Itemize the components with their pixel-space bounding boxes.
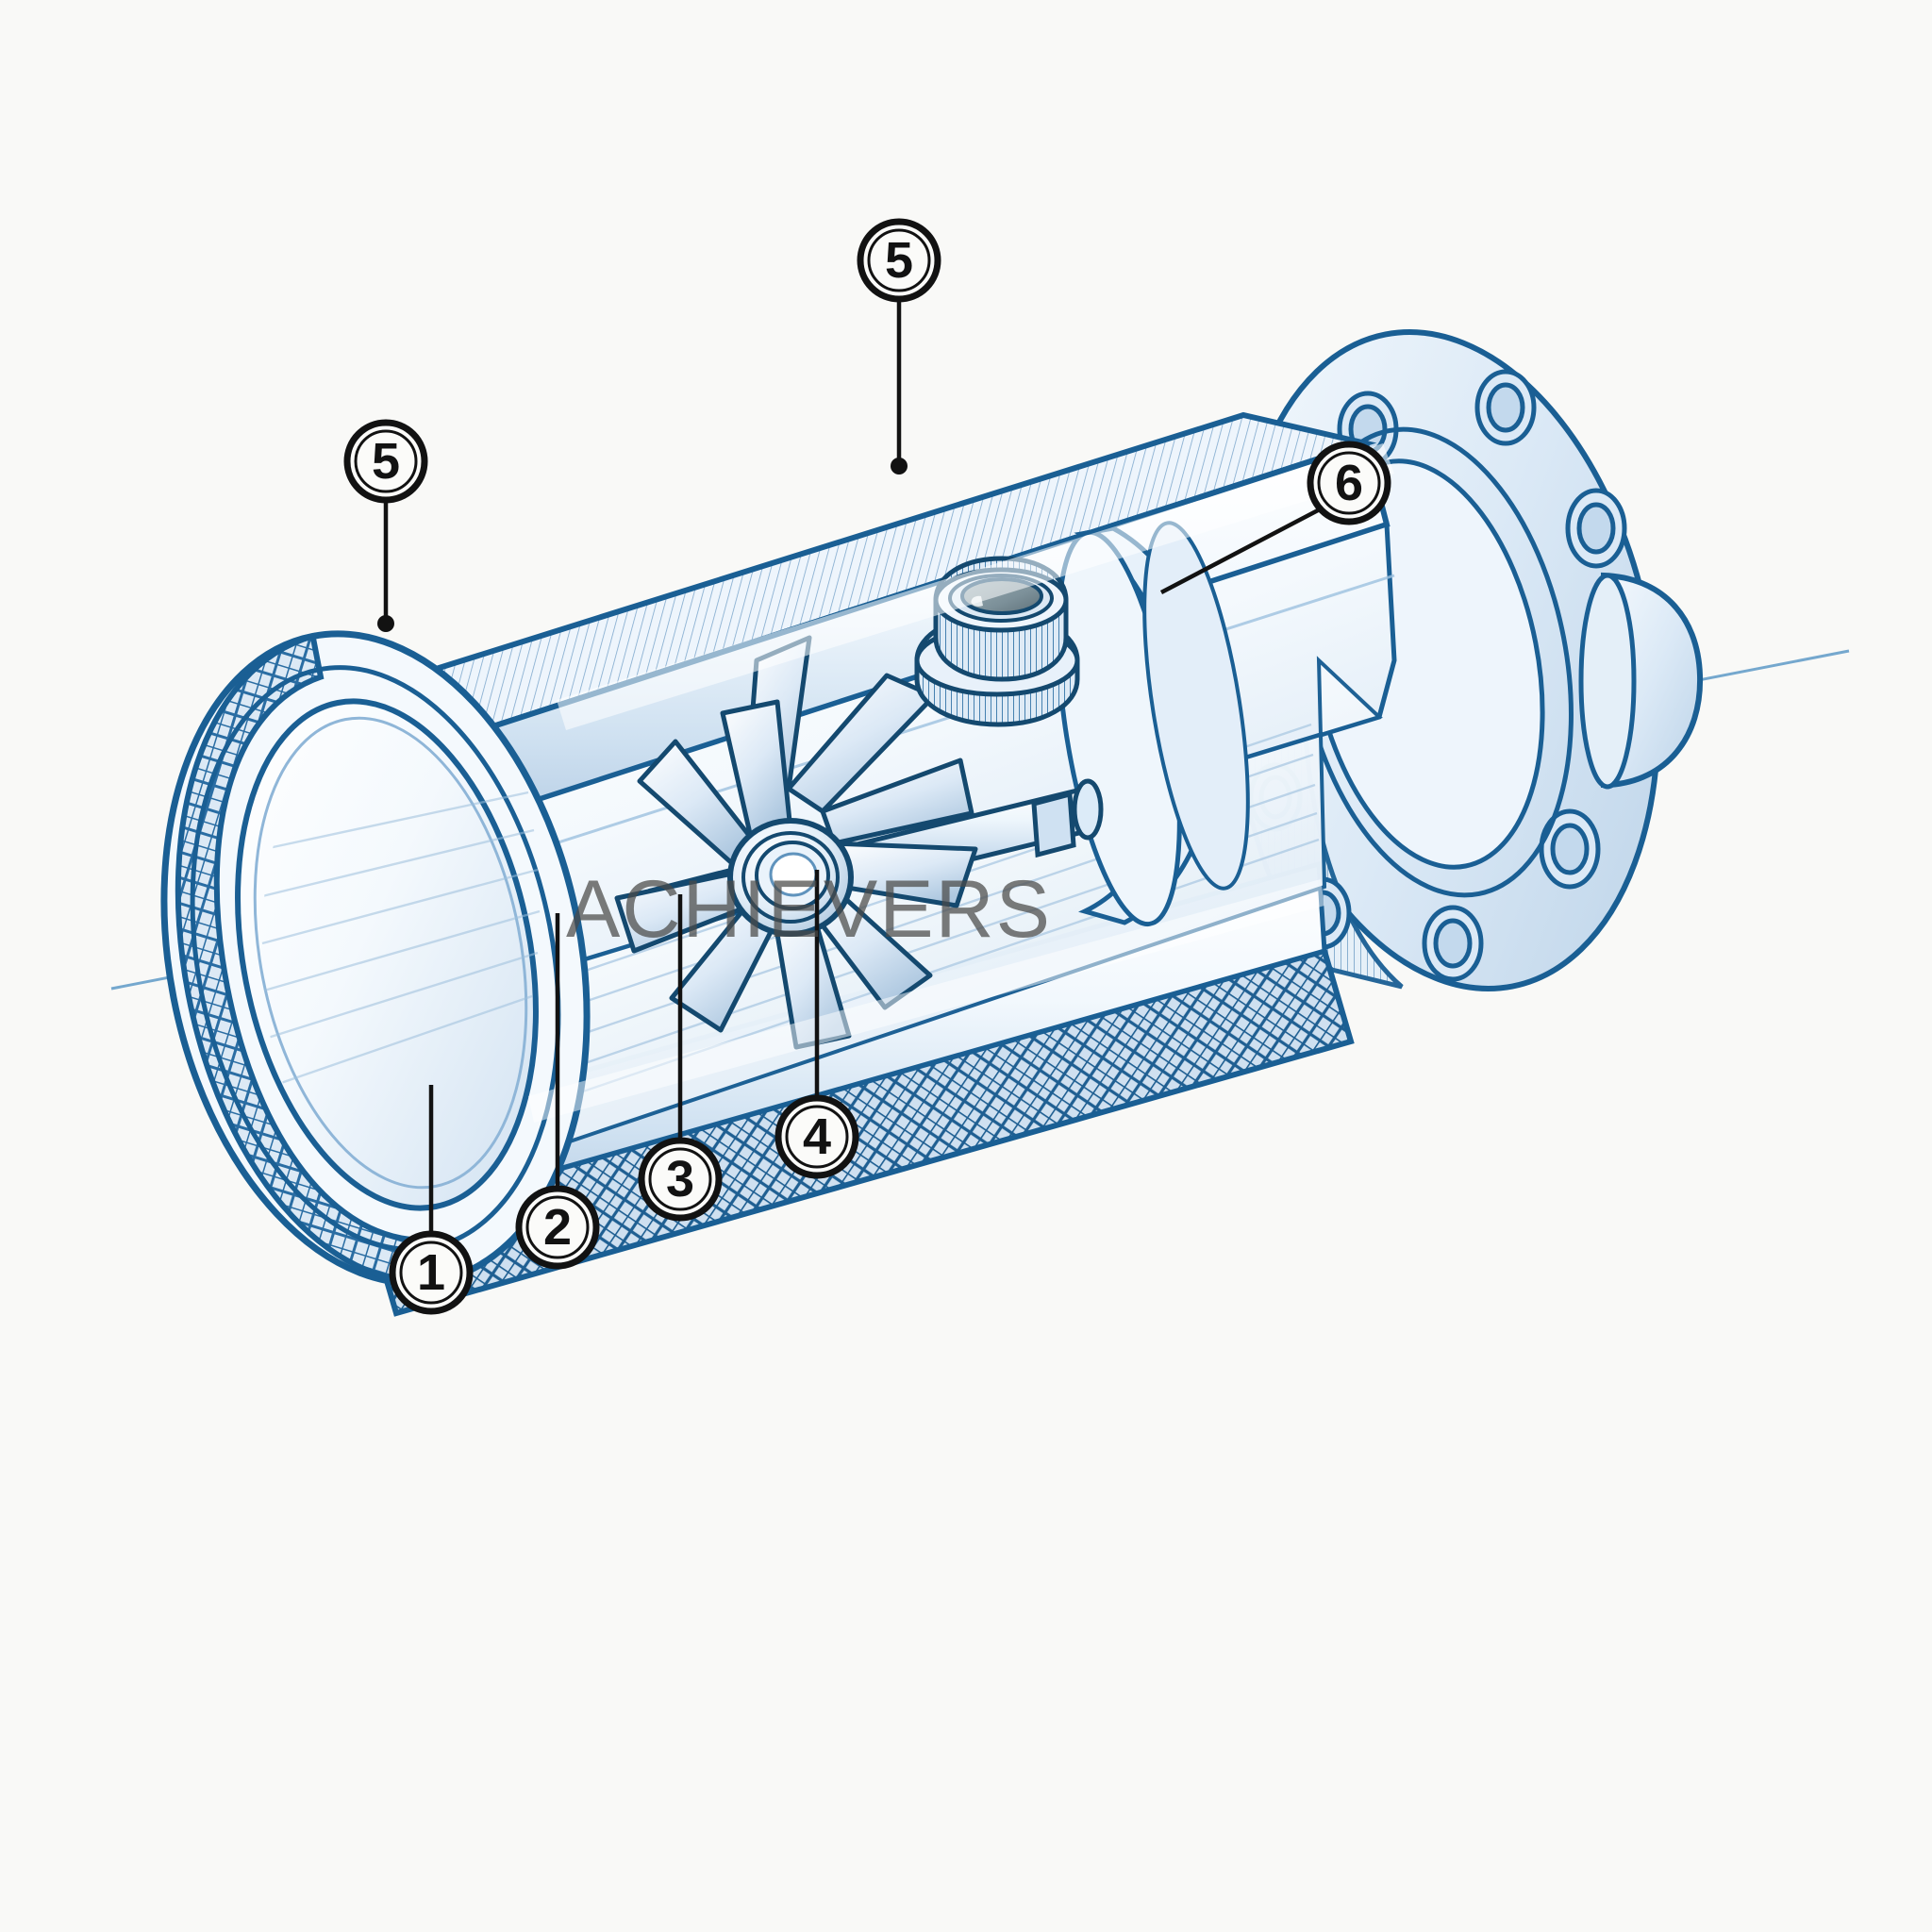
callout-ring-outer — [857, 218, 941, 303]
leader-terminator-dot — [891, 458, 908, 475]
rotor-hub — [727, 818, 854, 937]
callout-ring-inner — [1317, 451, 1381, 515]
callout-6-6[interactable]: 6 — [1159, 441, 1391, 594]
callout-ring-outer — [343, 419, 428, 504]
callout-layer: 1 2 3 4 5 5 6 — [343, 218, 1391, 1315]
callout-ring-inner — [785, 1105, 849, 1169]
callout-ring-inner — [867, 228, 931, 292]
callout-ring-inner — [648, 1147, 712, 1211]
watermark-text: ACHIEVERS — [566, 864, 1053, 955]
callout-number: 3 — [666, 1151, 694, 1208]
callout-ring-inner — [525, 1195, 590, 1259]
inlet-pipe-end — [160, 630, 591, 1287]
callout-number: 2 — [543, 1199, 572, 1256]
callout-5-5[interactable]: 5 — [857, 218, 941, 475]
callout-number: 5 — [885, 232, 913, 289]
callout-ring-outer — [515, 1185, 600, 1270]
callout-2-1[interactable]: 2 — [515, 913, 600, 1270]
callout-number: 4 — [803, 1108, 831, 1165]
callout-ring-outer — [638, 1137, 723, 1222]
rotor-blades-front — [614, 699, 978, 1050]
callout-ring-inner — [354, 429, 418, 493]
callout-number: 5 — [372, 433, 400, 490]
callout-ring-inner — [399, 1241, 463, 1305]
callout-1-0[interactable]: 1 — [389, 1085, 474, 1315]
callout-number: 1 — [417, 1244, 445, 1301]
callout-3-2[interactable]: 3 — [638, 894, 723, 1222]
callout-4-3[interactable]: 4 — [774, 870, 859, 1179]
body-edge-rails — [528, 443, 1394, 1123]
callout-5-4[interactable]: 5 — [343, 419, 428, 632]
turbine-rotor-assembly — [614, 635, 1104, 1050]
inlet-bore-shading — [261, 791, 541, 1087]
callout-ring-outer — [389, 1230, 474, 1315]
leader-line — [1159, 508, 1320, 594]
callout-number: 6 — [1335, 455, 1363, 511]
leader-terminator-dot — [377, 615, 394, 632]
callout-ring-outer — [1307, 441, 1391, 525]
callout-ring-outer — [774, 1094, 859, 1179]
